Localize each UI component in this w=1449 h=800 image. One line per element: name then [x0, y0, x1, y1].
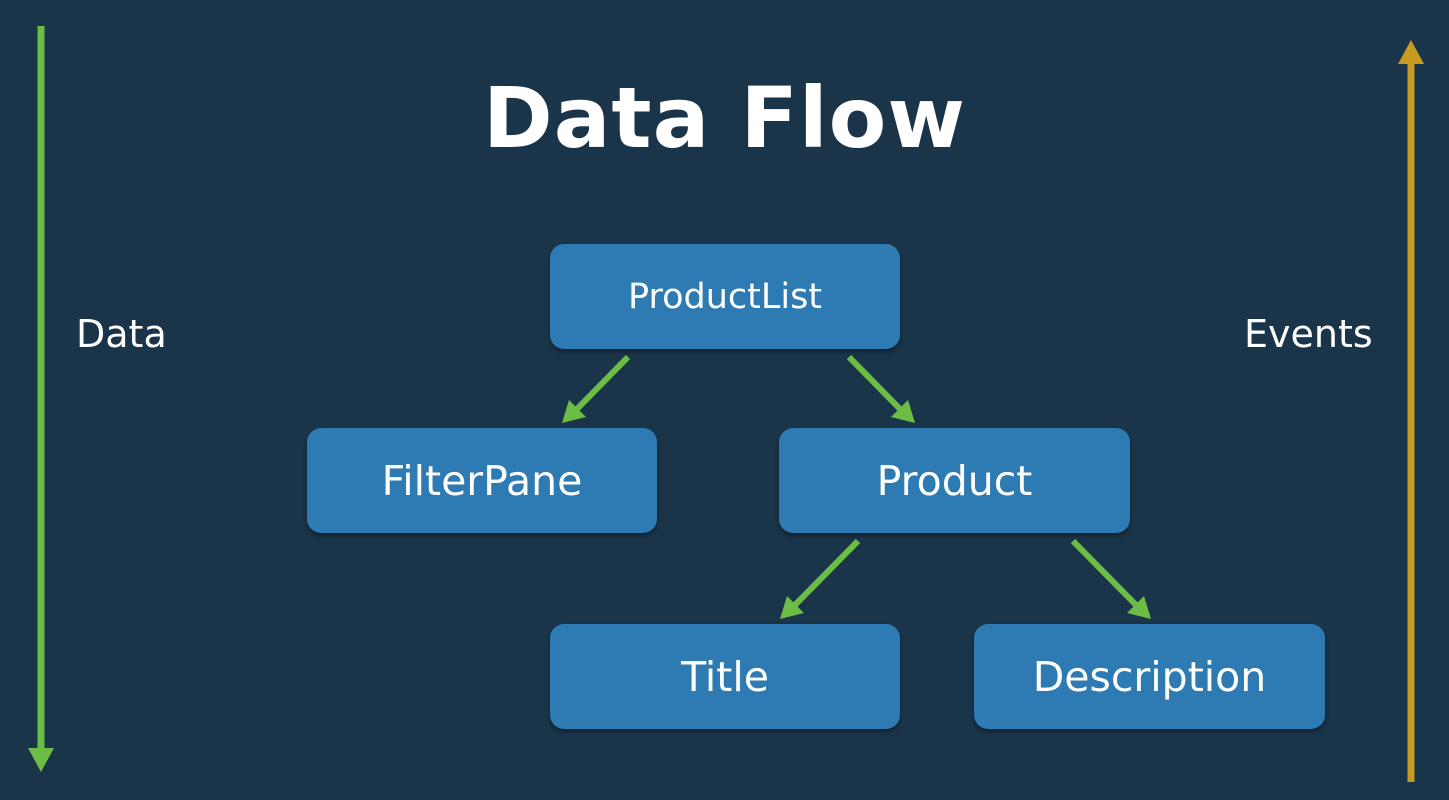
events-direction-arrow	[1398, 40, 1424, 782]
node-product-label: Product	[876, 456, 1033, 505]
node-description-label: Description	[1032, 652, 1267, 701]
data-label: Data	[76, 312, 167, 356]
edge-product-description	[1070, 538, 1151, 619]
node-product: Product	[779, 428, 1130, 533]
edge-product-title	[780, 538, 861, 619]
slide-title: Data Flow	[483, 69, 966, 167]
edge-productlist-product	[846, 354, 915, 423]
node-title: Title	[550, 624, 900, 729]
edge-productlist-filterpane	[562, 354, 631, 423]
data-direction-arrow	[28, 26, 54, 772]
node-productlist-label: ProductList	[627, 276, 823, 317]
node-filterpane-label: FilterPane	[381, 456, 583, 505]
node-filterpane: FilterPane	[307, 428, 657, 533]
events-label: Events	[1244, 312, 1373, 356]
node-description: Description	[974, 624, 1325, 729]
node-title-label: Title	[681, 652, 769, 701]
node-productlist: ProductList	[550, 244, 900, 349]
